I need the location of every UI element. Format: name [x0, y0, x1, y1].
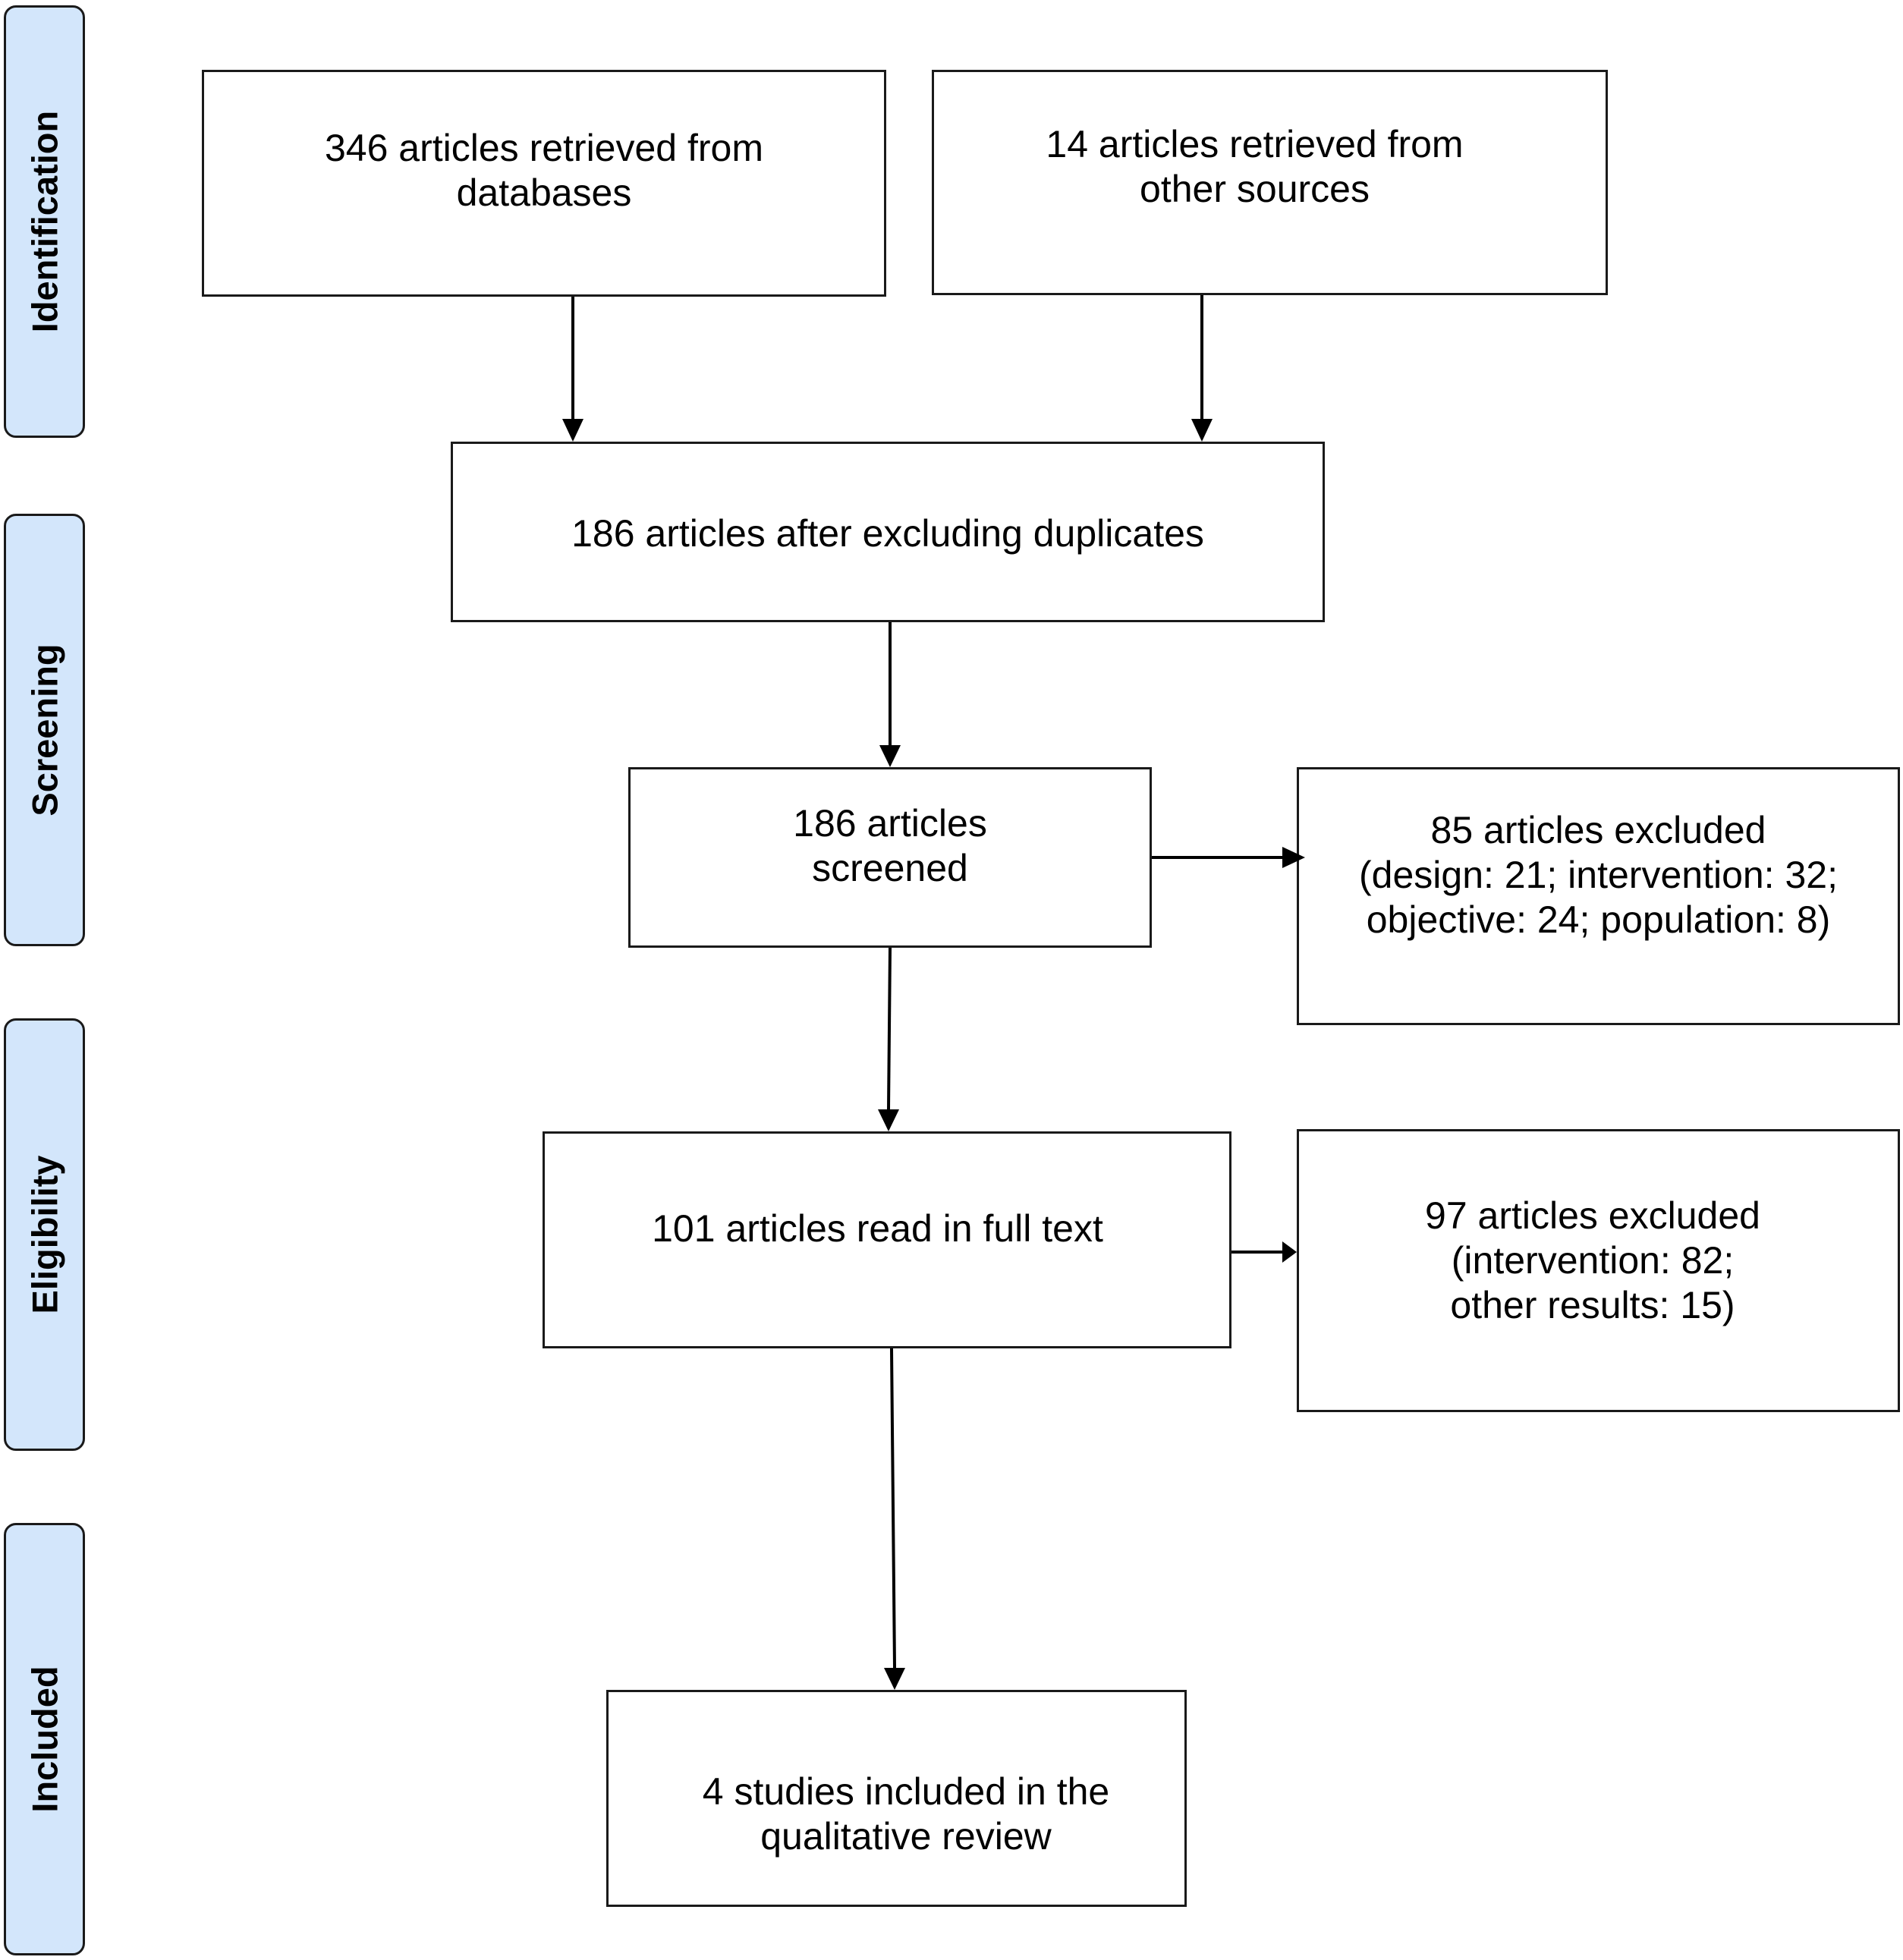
arrowhead-6 [1282, 1241, 1297, 1263]
arrowhead-4 [1282, 847, 1305, 868]
box-excluded-eligibility: 97 articles excluded (intervention: 82; … [1297, 1129, 1900, 1412]
arrow-screened-to-fulltext [887, 947, 892, 1110]
box-databases: 346 articles retrieved from databases [202, 70, 886, 297]
box-after-duplicates-text: 186 articles after excluding duplicates [571, 512, 1204, 555]
box-screened-text: 186 articles screened [793, 802, 987, 889]
box-databases-text: 346 articles retrieved from databases [324, 127, 763, 214]
box-full-text: 101 articles read in full text [543, 1131, 1231, 1348]
phase-eligibility: Eligibility [4, 1018, 85, 1451]
phase-identification: Identification [4, 5, 85, 438]
box-excluded-screening: 85 articles excluded (design: 21; interv… [1297, 767, 1900, 1025]
box-included-text: 4 studies included in the qualitative re… [702, 1770, 1110, 1858]
box-after-duplicates: 186 articles after excluding duplicates [451, 442, 1325, 622]
phase-included: Included [4, 1523, 85, 1955]
arrowhead-2 [1191, 419, 1213, 442]
box-other-sources-text: 14 articles retrieved from other sources [1046, 123, 1464, 210]
arrowhead-5 [878, 1109, 899, 1131]
box-other-sources: 14 articles retrieved from other sources [932, 70, 1608, 295]
arrowhead-1 [562, 419, 583, 442]
arrowhead-7 [884, 1668, 905, 1690]
arrow-fulltext-to-included [890, 1348, 896, 1669]
box-excluded-eligibility-text: 97 articles excluded (intervention: 82; … [1425, 1194, 1760, 1326]
box-screened: 186 articles screened [628, 767, 1152, 948]
arrowhead-3 [879, 745, 901, 767]
box-excluded-screening-text: 85 articles excluded (design: 21; interv… [1359, 809, 1838, 941]
box-included: 4 studies included in the qualitative re… [606, 1690, 1187, 1907]
phase-screening: Screening [4, 514, 85, 946]
box-full-text-text: 101 articles read in full text [652, 1207, 1103, 1250]
